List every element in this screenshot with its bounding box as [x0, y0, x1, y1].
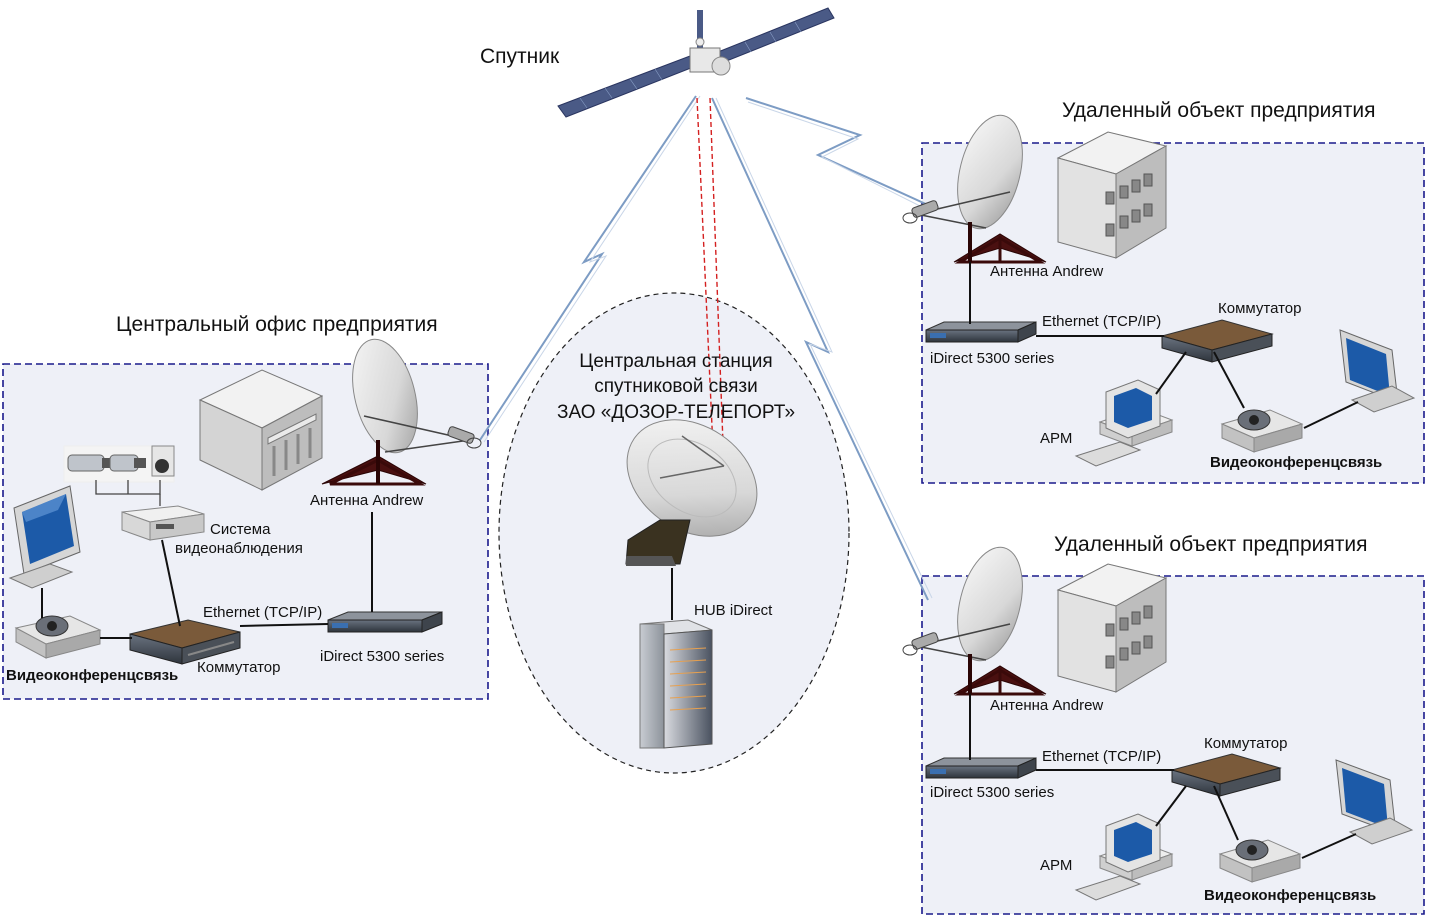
- surveillance-label-2: видеонаблюдения: [175, 540, 303, 557]
- remote-1-videoconference-icon: [1220, 409, 1304, 453]
- remote-2-videoconference-icon: [1218, 839, 1302, 883]
- central-vc-label: Видеоконференцсвязь: [6, 667, 178, 684]
- remote-1-building-icon: [1056, 131, 1168, 259]
- remote-2-building-icon: [1056, 563, 1168, 693]
- remote-2-antenna-icon: [902, 546, 1047, 696]
- hub-label: HUB iDirect: [694, 602, 773, 619]
- remote-1-modem-icon: [925, 321, 1037, 343]
- videoconference-icon: [14, 615, 102, 659]
- remote-1-workstation-icon: [1074, 379, 1174, 467]
- remote-2-antenna-label: Антенна Andrew: [990, 697, 1103, 714]
- remote-1-wires: [969, 262, 1359, 429]
- central-office-title: Центральный офис предприятия: [116, 313, 438, 336]
- remote-1-title: Удаленный объект предприятия: [1062, 99, 1376, 122]
- remote-1-vc-label: Видеоконференцсвязь: [1210, 454, 1382, 471]
- central-switch-label: Коммутатор: [197, 659, 280, 676]
- link-to-remote-1: [745, 97, 929, 206]
- server-rack-icon: [639, 619, 713, 749]
- remote-1-modem-label: iDirect 5300 series: [930, 350, 1054, 367]
- hub-antenna-icon: [625, 419, 758, 566]
- remote-1-switch-label: Коммутатор: [1218, 300, 1301, 317]
- remote-1-ethernet-label: Ethernet (TCP/IP): [1042, 313, 1161, 330]
- central-ethernet-label: Ethernet (TCP/IP): [203, 604, 322, 621]
- monitor-icon: [8, 485, 81, 589]
- central-antenna-label: Антенна Andrew: [310, 492, 423, 509]
- remote-1-antenna-label: Антенна Andrew: [990, 263, 1103, 280]
- dvr-icon: [121, 505, 205, 541]
- remote-2-modem-icon: [925, 757, 1037, 779]
- remote-2-switch-label: Коммутатор: [1204, 735, 1287, 752]
- hub-title-2: спутниковой связи: [594, 376, 758, 397]
- hub-title-1: Центральная станция: [579, 351, 772, 372]
- remote-1-antenna-icon: [902, 114, 1047, 264]
- remote-2-ethernet-label: Ethernet (TCP/IP): [1042, 748, 1161, 765]
- hub-title-3: ЗАО «ДОЗОР-ТЕЛЕПОРТ»: [557, 402, 795, 423]
- remote-1-switch-icon: [1160, 319, 1274, 363]
- remote-2-workstation-icon: [1074, 813, 1174, 901]
- camera-icon: [63, 445, 175, 483]
- satellite-label: Спутник: [480, 45, 560, 68]
- hub-beam: [696, 97, 725, 471]
- remote-2-vc-label: Видеоконференцсвязь: [1204, 887, 1376, 904]
- switch-icon: [129, 619, 241, 665]
- remote-1-workstation-label: АРМ: [1040, 430, 1072, 447]
- satellite-icon: [557, 7, 835, 118]
- remote-2-wires: [969, 694, 1357, 859]
- remote-2-monitor-icon: [1335, 759, 1414, 845]
- remote-1-monitor-icon: [1339, 329, 1416, 413]
- modem-icon: [327, 611, 443, 633]
- remote-2-modem-label: iDirect 5300 series: [930, 784, 1054, 801]
- remote-2-workstation-label: АРМ: [1040, 857, 1072, 874]
- remote-2-title: Удаленный объект предприятия: [1054, 533, 1368, 556]
- remote-2-switch-icon: [1170, 753, 1282, 797]
- building-icon: [198, 369, 324, 491]
- remote-site-2-zone: [921, 575, 1425, 915]
- central-modem-label: iDirect 5300 series: [320, 648, 444, 665]
- central-wires: [41, 512, 373, 639]
- satellite-links: [479, 95, 933, 601]
- surveillance-label-1: Система: [210, 521, 271, 538]
- antenna-icon: [321, 338, 482, 486]
